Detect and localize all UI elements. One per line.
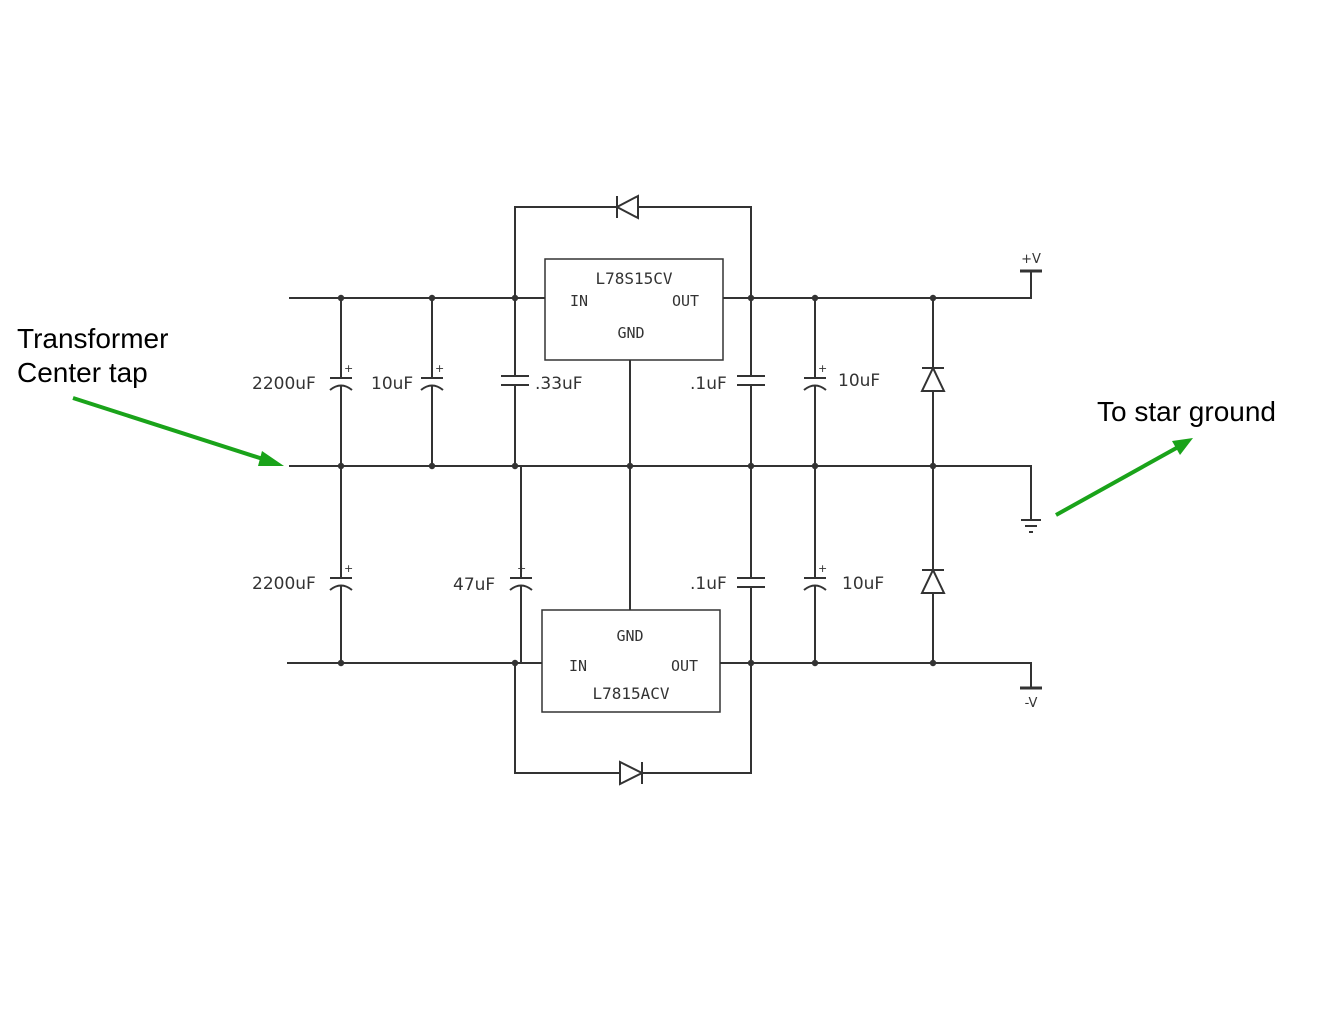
star-ground-annotation: To star ground [1055,396,1276,517]
positive-rail-label: +V [1021,252,1041,267]
svg-text:+: + [818,362,827,375]
svg-text:+: + [435,362,444,375]
junction-dot [428,462,436,470]
positive-regulator: L78S15CV IN OUT GND [544,258,724,361]
capacitor-label: 10uF [842,574,884,594]
svg-text:+: + [344,362,353,375]
capacitor-10uf-output-bottom: + 10uF [803,562,884,594]
junction-dot [511,294,519,302]
negative-regulator-in-pin: IN [569,657,587,675]
wires [287,206,1032,774]
capacitor-2200uf-top: + 2200uF [252,362,353,394]
junction-dot [747,462,755,470]
capacitor-label: 47uF [453,575,495,595]
positive-rail-terminal: +V [1020,252,1042,284]
capacitor-01uf-bottom: .1uF [690,574,765,594]
junction-dot [337,462,345,470]
svg-text:+: + [344,562,353,575]
transformer-label-line1: Transformer [17,323,168,354]
capacitor-label: 10uF [371,374,413,394]
capacitor-2200uf-bottom: + 2200uF [252,562,353,594]
junction-dot [337,294,345,302]
junction-dot [929,659,937,667]
junction-dot [747,659,755,667]
junction-dot [811,659,819,667]
junction-dot [511,462,519,470]
capacitor-label: .33uF [535,374,583,394]
transformer-label-line2: Center tap [17,357,148,388]
negative-rail-terminal: -V [1020,686,1042,711]
junction-dot [929,462,937,470]
negative-rail-label: -V [1025,696,1038,711]
junction-dot [811,294,819,302]
positive-regulator-part: L78S15CV [595,269,672,288]
junction-dot [747,294,755,302]
capacitor-label: 10uF [838,371,880,391]
positive-regulator-out-pin: OUT [672,292,699,310]
junction-dot [929,294,937,302]
negative-regulator-out-pin: OUT [671,657,698,675]
junction-dot [337,659,345,667]
svg-text:+: + [517,562,526,575]
diode-negative-clamp [920,567,946,594]
star-ground-label: To star ground [1097,396,1276,427]
positive-regulator-gnd-pin: GND [617,324,644,342]
capacitor-47uf: + 47uF [453,562,533,595]
junction-dot [626,462,634,470]
junctions [337,294,937,667]
ground-icon [1021,519,1041,533]
junction-dot [428,294,436,302]
arrow-head-icon [1172,438,1193,455]
negative-regulator-gnd-pin: GND [616,627,643,645]
capacitor-10uf-input: + 10uF [371,362,444,394]
negative-regulator: GND IN OUT L7815ACV [541,609,721,713]
junction-dot [511,659,519,667]
transformer-annotation: Transformer Center tap [17,323,284,466]
arrow-head-icon [258,451,284,466]
diode-bottom-feedback [619,760,645,786]
capacitor-10uf-output-top: + 10uF [803,362,880,391]
capacitor-label: 2200uF [252,574,316,594]
positive-regulator-in-pin: IN [570,292,588,310]
capacitor-label: 2200uF [252,374,316,394]
svg-text:+: + [818,562,827,575]
junction-dot [811,462,819,470]
diode-top-feedback [614,194,639,220]
negative-regulator-part: L7815ACV [592,684,669,703]
capacitor-label: .1uF [690,374,727,394]
diode-positive-clamp [920,365,946,392]
capacitor-01uf-top: .1uF [690,374,765,394]
capacitor-label: .1uF [690,574,727,594]
capacitor-033uf: .33uF [501,374,583,394]
